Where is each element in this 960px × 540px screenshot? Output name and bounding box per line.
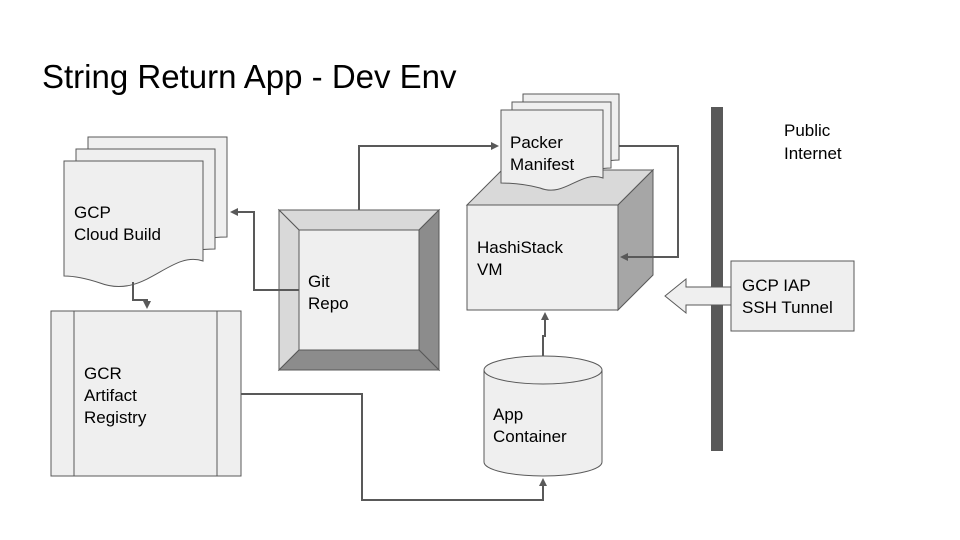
- page-title: String Return App - Dev Env: [42, 58, 457, 95]
- connector-packer-to-vm: [619, 145, 679, 261]
- iap-tunnel-label-2: SSH Tunnel: [742, 298, 833, 317]
- public-internet-label-2: Internet: [784, 144, 842, 163]
- artifact-registry-label-2: Artifact: [84, 386, 137, 405]
- iap-tunnel-node[interactable]: GCP IAP SSH Tunnel: [730, 260, 855, 332]
- iap-tunnel-block-arrow: [664, 277, 736, 315]
- hashistack-vm-label-2: VM: [477, 260, 503, 279]
- git-repo-label-2: Repo: [308, 294, 349, 313]
- cloud-build-label-1: GCP: [74, 203, 111, 222]
- cloud-build-node[interactable]: GCP Cloud Build: [63, 136, 228, 288]
- git-repo-label-1: Git: [308, 272, 330, 291]
- connector-repo-to-packer: [358, 142, 499, 210]
- artifact-registry-label-1: GCR: [84, 364, 122, 383]
- connector-cloudbuild-to-registry: [132, 282, 151, 309]
- hashistack-vm-label-1: HashiStack: [477, 238, 563, 257]
- packer-manifest-node[interactable]: Packer Manifest: [500, 93, 620, 191]
- hashistack-vm-node[interactable]: HashiStack VM: [465, 168, 655, 312]
- iap-tunnel-label-1: GCP IAP: [742, 276, 811, 295]
- app-container-node[interactable]: App Container: [483, 355, 603, 477]
- artifact-registry-node[interactable]: GCR Artifact Registry: [50, 310, 242, 477]
- packer-manifest-label-1: Packer: [510, 133, 563, 152]
- connector-repo-to-cloudbuild: [230, 208, 299, 291]
- app-container-label-2: Container: [493, 427, 567, 446]
- connector-container-to-vm: [541, 312, 549, 356]
- connector-registry-to-container: [241, 393, 547, 501]
- git-repo-node[interactable]: Git Repo: [277, 208, 441, 372]
- public-internet-label-1: Public: [784, 121, 831, 140]
- artifact-registry-label-3: Registry: [84, 408, 147, 427]
- app-container-label-1: App: [493, 405, 523, 424]
- packer-manifest-label-2: Manifest: [510, 155, 575, 174]
- internet-boundary-bar: [711, 107, 723, 451]
- cloud-build-label-2: Cloud Build: [74, 225, 161, 244]
